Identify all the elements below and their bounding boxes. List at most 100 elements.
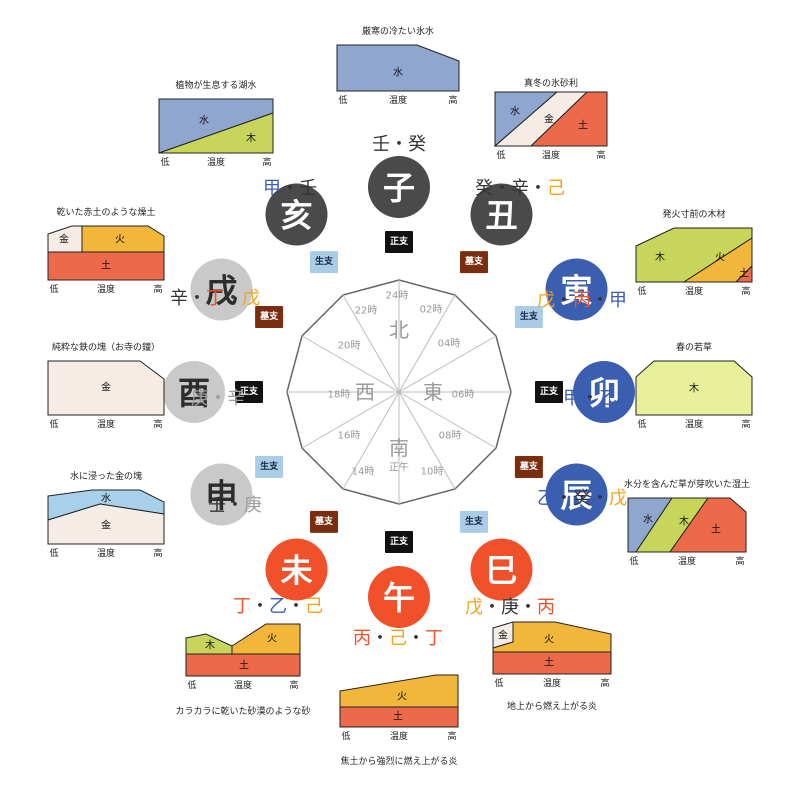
branch-circle (368, 566, 430, 628)
axis-low: 低 (49, 418, 58, 430)
stems-未: 丁・乙・己 (233, 596, 323, 617)
panel-you: 純粋な鉄の塊（お寺の鐘）金低温度高 (47, 341, 165, 430)
layer-earth (47, 251, 165, 281)
layer-water-label: 水 (199, 115, 209, 127)
layer-wood-label: 木 (689, 383, 699, 395)
axis-high: 高 (153, 547, 162, 559)
layer-earth-label: 土 (393, 710, 403, 723)
panel-title: 水に浸った金の塊 (70, 470, 142, 482)
layer-fire-label: 火 (397, 691, 407, 703)
axis-low: 低 (637, 418, 646, 430)
branch-亥: 亥 (265, 183, 328, 246)
panel-xu: 乾いた赤土のような燥土金火土低温度高 (47, 206, 165, 295)
layer-fire-label: 火 (715, 252, 725, 264)
spoke-line (398, 391, 497, 449)
axis-low: 低 (341, 730, 350, 742)
axis-low: 低 (496, 149, 505, 161)
direction-south: 南 (389, 436, 409, 460)
hour-label: 02時 (420, 304, 443, 316)
hour-label: 06時 (452, 389, 475, 401)
panel-si: 地上から燃え上がる炎金火土低温度高 (492, 621, 612, 712)
tag-box (385, 531, 413, 553)
branch-char: 酉 (178, 374, 210, 412)
axis-mid: 温度 (97, 283, 115, 295)
axis-high: 高 (600, 677, 609, 689)
tag-box (310, 510, 338, 533)
layer-metal (47, 360, 165, 416)
layer-wood (158, 112, 274, 154)
tag-label: 生支 (520, 310, 539, 322)
hour-label: 04時 (438, 338, 461, 350)
branch-char: 午 (383, 579, 415, 617)
panel-yin: 発火寸前の木材木火土低温度高 (635, 208, 753, 297)
tag-seigo: 正支 (235, 381, 263, 403)
branch-char: 辰 (561, 477, 593, 515)
panel-hai: 植物が生息する湖水水木低温度高 (158, 79, 274, 168)
tag-bo: 墓支 (310, 510, 338, 533)
direction-east: 東 (423, 380, 443, 404)
panel-title: 純粋な鉄の塊（お寺の鐘） (52, 341, 160, 353)
tag-label: 正支 (390, 235, 409, 247)
axis-low: 低 (494, 677, 503, 689)
layer-earth-label: 土 (101, 259, 111, 272)
hour-label: 18時 (328, 389, 351, 401)
layer-earth (529, 91, 608, 147)
tag-label: 生支 (465, 515, 484, 527)
layer-fire-label: 火 (115, 234, 125, 246)
layer-earth (492, 651, 612, 675)
axis-high: 高 (741, 418, 750, 430)
panel-chen: 水分を含んだ草が芽吹いた湿土水木土低温度高 (624, 478, 750, 567)
axis-mid: 温度 (207, 156, 225, 168)
axis-low: 低 (160, 156, 169, 168)
branch-char: 巳 (485, 552, 517, 590)
tag-label: 正支 (540, 385, 559, 397)
tag-bo: 墓支 (460, 251, 488, 274)
axis-high: 高 (448, 94, 457, 106)
layer-metal-label: 金 (498, 629, 508, 642)
axis-mid: 温度 (234, 679, 252, 691)
layer-earth-label: 土 (739, 267, 749, 280)
tag-seigo: 正支 (535, 381, 563, 403)
branch-char: 卯 (588, 374, 620, 412)
spoke-line (342, 294, 400, 393)
tag-box (255, 456, 284, 478)
layer-wood-label: 木 (679, 516, 689, 528)
hour-label: 08時 (439, 430, 462, 442)
tag-box (255, 306, 284, 328)
tag-box (535, 381, 563, 403)
direction-west: 西 (355, 380, 375, 404)
spoke-line (398, 335, 497, 393)
tag-label: 生支 (315, 255, 334, 267)
hour-label: 16時 (338, 430, 361, 442)
hidden-stems: 壬・癸癸・辛・己戊・丙・甲甲・乙乙・癸・戊戊・庚・丙丙・己・丁丁・乙・己壬・庚庚… (170, 134, 627, 649)
layer-earth (734, 264, 753, 283)
layer-fire-label: 火 (544, 634, 554, 646)
panel-title: 乾いた赤土のような燥土 (56, 206, 155, 218)
stems-申: 壬・庚 (208, 495, 262, 516)
panel-zi: 厳寒の冷たい氷水水低温度高 (336, 25, 460, 106)
layer-wood-label: 木 (655, 252, 665, 264)
panel-title: 春の若草 (676, 341, 712, 353)
branch-申: 申 (190, 463, 253, 526)
tag-box (310, 251, 338, 274)
branch-未: 未 (265, 538, 328, 601)
hour-label: 20時 (338, 340, 361, 352)
branch-寅: 寅 (545, 258, 608, 321)
layer-fire-label: 火 (267, 633, 277, 645)
stems-辰: 乙・癸・戊 (537, 488, 627, 509)
tag-label: 正支 (390, 535, 409, 547)
tag-sei: 生支 (460, 510, 488, 533)
layer-metal-label: 金 (101, 381, 111, 394)
element-panels: 厳寒の冷たい氷水水低温度高真冬の氷砂利水金土低温度高発火寸前の木材木火土低温度高… (47, 25, 753, 767)
hour-label: 22時 (355, 305, 378, 317)
axis-high: 高 (262, 156, 271, 168)
spoke-line (342, 391, 400, 490)
layer-earth-label: 土 (544, 656, 554, 669)
layer-earth-label: 土 (578, 119, 588, 132)
branch-子: 子 (368, 156, 430, 218)
layer-earth-label: 土 (711, 523, 721, 536)
panel-title: 植物が生息する湖水 (175, 79, 256, 91)
